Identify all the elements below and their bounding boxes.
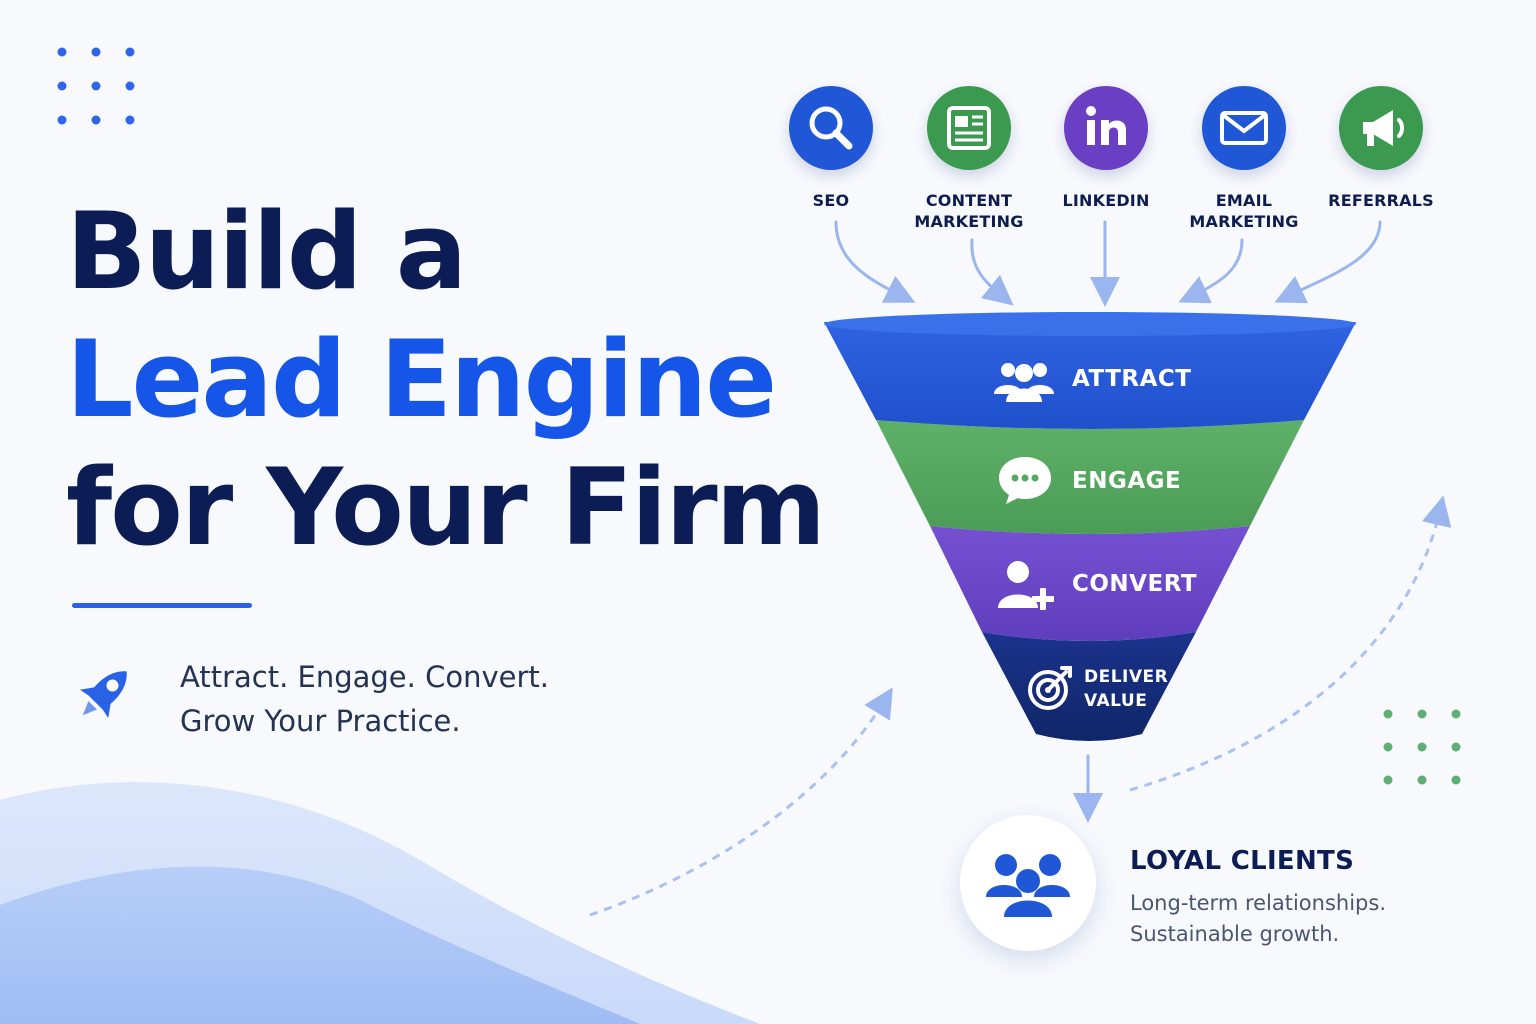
seo-circle (789, 86, 873, 170)
funnel-label-attract: ATTRACT (1072, 366, 1192, 392)
source-referrals[interactable]: REFERRALS (1306, 86, 1456, 211)
headline-line-2: Lead Engine (66, 318, 777, 441)
search-icon (809, 106, 853, 150)
headline-line-1: Build a (66, 190, 467, 313)
megaphone-icon (1363, 110, 1404, 146)
source-label: LINKEDIN (1062, 191, 1150, 210)
title-divider (72, 603, 252, 608)
chat-bubble-icon (999, 457, 1051, 504)
target-icon (1028, 666, 1072, 710)
mail-icon (1220, 111, 1268, 145)
source-label: REFERRALS (1328, 191, 1434, 210)
funnel-label-engage: ENGAGE (1072, 468, 1182, 494)
decorative-dot-grid-blue (57, 47, 135, 125)
page-title: Build a Lead Engine for Your Firm (66, 188, 826, 572)
headline-line-3: for Your Firm (66, 446, 826, 569)
source-linkedin[interactable]: LINKEDIN (1031, 86, 1181, 211)
funnel-stage-blue (824, 322, 1356, 429)
funnel-stage-navy (982, 632, 1196, 741)
content-marketing-circle (927, 86, 1011, 170)
tagline-line-2: Grow Your Practice. (180, 704, 461, 738)
source-label: SEO (812, 191, 850, 210)
rocket-icon (79, 671, 127, 719)
funnel-stage-green (876, 420, 1304, 534)
loyal-clients-badge (960, 815, 1096, 951)
tagline: Attract. Engage. Convert. Grow Your Prac… (180, 655, 549, 743)
linkedin-circle (1064, 86, 1148, 170)
decorative-dot-grid-green (1383, 709, 1461, 785)
users-icon (986, 854, 1070, 917)
linkedin-icon (1086, 106, 1126, 145)
user-plus-icon (998, 561, 1054, 610)
newspaper-icon (947, 106, 991, 150)
funnel-label-convert: CONVERT (1072, 571, 1198, 597)
funnel-stage-purple (930, 526, 1250, 641)
loyal-clients-title: LOYAL CLIENTS (1130, 846, 1355, 876)
loyal-clients-description: Long-term relationships. Sustainable gro… (1130, 891, 1386, 946)
funnel-rim (824, 312, 1356, 336)
referrals-circle (1339, 86, 1423, 170)
email-marketing-circle (1202, 86, 1286, 170)
tagline-line-1: Attract. Engage. Convert. (180, 660, 549, 694)
source-seo[interactable]: SEO (756, 86, 906, 211)
users-icon (994, 363, 1054, 402)
